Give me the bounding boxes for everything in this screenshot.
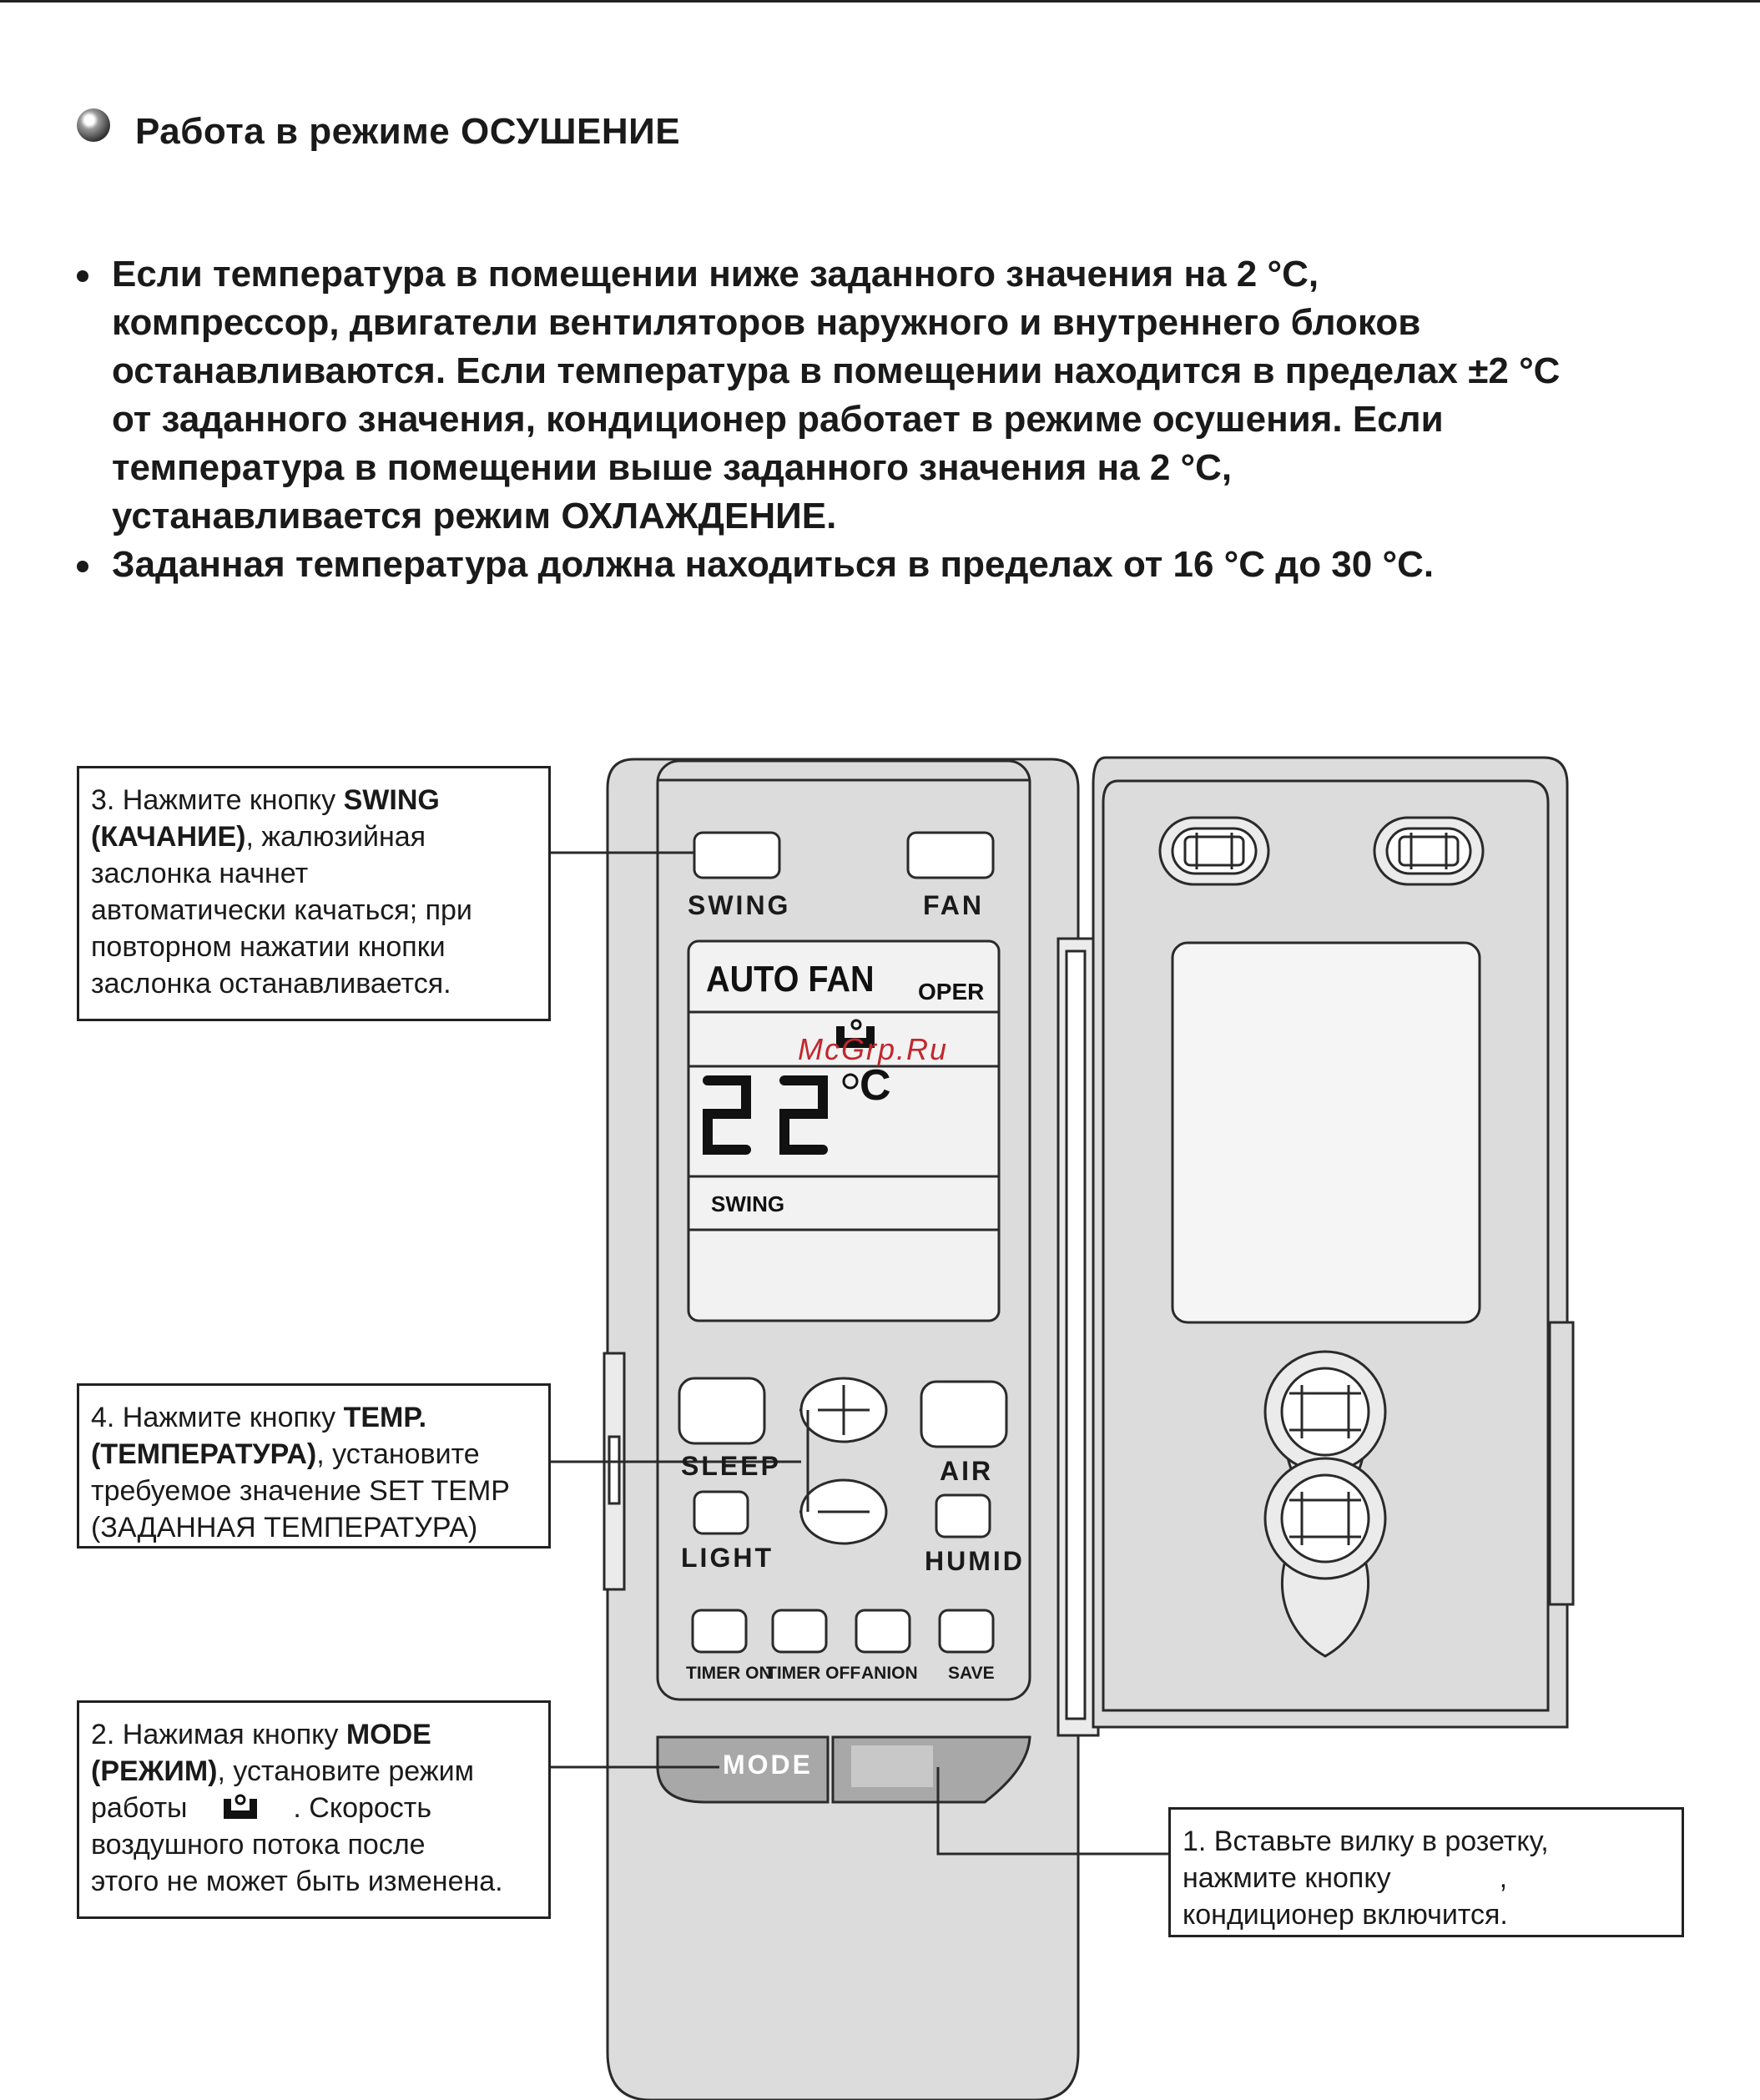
callout-text: заслонка начнет [91, 855, 537, 892]
callout-text: повторном нажатии кнопки [91, 929, 537, 965]
lcd-unit: C [860, 1061, 891, 1110]
anion-button[interactable] [856, 1610, 910, 1652]
cover-window [1172, 943, 1480, 1322]
mode-callout: 2. Нажимая кнопку MODE (РЕЖИМ), установи… [77, 1700, 551, 1919]
callout-text: . Скорость [293, 1792, 431, 1824]
air-label: AIR [940, 1456, 993, 1486]
fan-label: FAN [923, 890, 984, 920]
humid-label: HUMID [925, 1546, 1025, 1576]
lcd-oper-indicator: OPER [918, 979, 984, 1005]
temp-callout: 4. Нажмите кнопку TEMP. (ТЕМПЕРАТУРА), у… [77, 1383, 551, 1549]
callout-text: воздушного потока после [91, 1826, 537, 1863]
lcd-temperature-value: 22 [0, 0, 2, 1]
cover-clip [1374, 818, 1483, 884]
light-label: LIGHT [681, 1543, 774, 1573]
swing-label: SWING [688, 890, 790, 920]
timer-on-button[interactable] [693, 1610, 746, 1652]
callout-text: этого не может быть изменена. [91, 1863, 537, 1900]
callout-text: 1. Вставьте вилку в розетку, [1183, 1823, 1670, 1860]
callout-text: (ЗАДАННАЯ ТЕМПЕРАТУРА) [91, 1509, 537, 1546]
callout-text: нажмите кнопку [1183, 1862, 1391, 1894]
timer-off-label: TIMER OFF [766, 1664, 860, 1683]
swing-button[interactable] [694, 833, 779, 878]
mode-label: MODE [723, 1750, 813, 1780]
swing-callout: 3. Нажмите кнопку SWING (КАЧАНИЕ), жалюз… [77, 766, 551, 1021]
timer-on-label: TIMER ON [686, 1664, 772, 1683]
callout-text: 4. Нажмите кнопку [91, 1402, 344, 1433]
lcd-fan-indicator: AUTO FAN [706, 958, 875, 999]
sleep-button[interactable] [679, 1378, 764, 1443]
callout-text: 2. Нажимая кнопку [91, 1719, 346, 1750]
fan-button[interactable] [908, 833, 993, 878]
callout-text: , установите [316, 1438, 479, 1470]
save-button[interactable] [940, 1610, 993, 1652]
callout-text: 3. Нажмите кнопку [91, 784, 344, 816]
callout-bold: MODE [346, 1719, 431, 1750]
light-button[interactable] [694, 1492, 748, 1533]
anion-label: ANION [861, 1664, 918, 1683]
callout-text: , жалюзийная [245, 821, 426, 853]
callout-text: автоматически качаться; при [91, 892, 537, 929]
sleep-label: SLEEP [681, 1451, 781, 1481]
dry-mode-icon [215, 1792, 265, 1821]
timer-off-button[interactable] [773, 1610, 826, 1652]
callout-bold: (РЕЖИМ) [91, 1755, 218, 1787]
callout-bold: SWING [344, 784, 440, 816]
callout-bold: TEMP. [344, 1402, 427, 1433]
save-label: SAVE [948, 1664, 995, 1683]
callout-text: , [1500, 1862, 1507, 1894]
power-callout: 1. Вставьте вилку в розетку, нажмите кно… [1168, 1807, 1684, 1937]
humid-button[interactable] [936, 1495, 990, 1537]
callout-text: работы [91, 1792, 187, 1824]
cover-clip [1160, 818, 1268, 884]
callout-text: , установите режим [218, 1755, 474, 1787]
callout-text: кондиционер включится. [1183, 1896, 1670, 1933]
callout-text: заслонка останавливается. [91, 965, 537, 1002]
callout-bold: (ТЕМПЕРАТУРА) [91, 1438, 316, 1470]
air-button[interactable] [921, 1382, 1006, 1447]
watermark: McGrp.Ru [798, 1032, 948, 1066]
callout-bold: (КАЧАНИЕ) [91, 821, 245, 853]
callout-text: требуемое значение SET TEMP [91, 1473, 537, 1509]
lcd-swing-indicator: SWING [711, 1191, 784, 1216]
